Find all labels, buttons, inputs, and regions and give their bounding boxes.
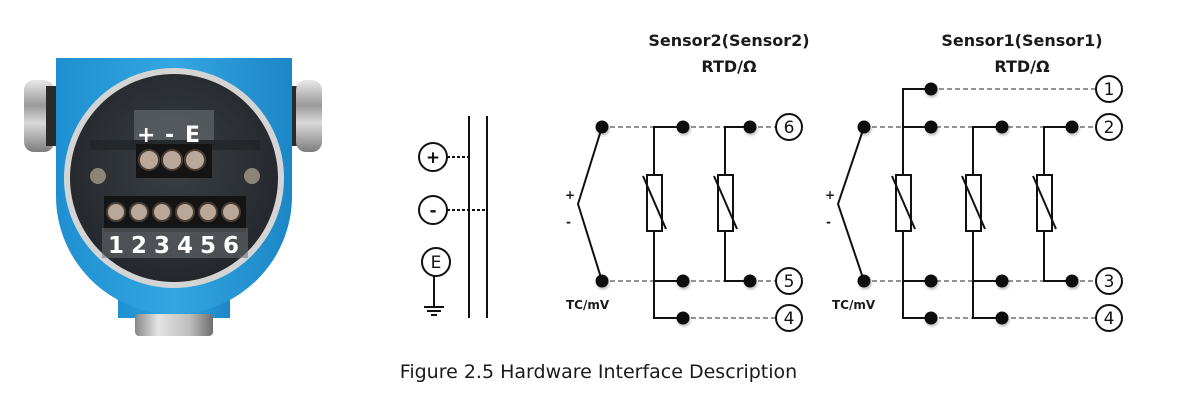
sensor2-rtd-resistor-2: [713, 174, 738, 232]
terminal-3-circle: [1095, 267, 1123, 295]
sensor1-junction-dots: [857, 82, 1079, 325]
terminal-4-label-sensor2: 4: [784, 309, 795, 329]
sensor1-title: Sensor1(Sensor1): [941, 31, 1102, 50]
device-terminal-3: 3: [154, 233, 170, 259]
sensor2-title: Sensor2(Sensor2): [648, 31, 809, 50]
terminal-1-label: 1: [1104, 80, 1115, 100]
sensor2-subtitle: RTD/Ω: [701, 57, 757, 76]
power-earth-terminal: [421, 247, 451, 277]
terminal-2-label: 2: [1104, 118, 1115, 138]
power-minus-label: -: [429, 201, 436, 221]
terminal-6-circle: [775, 113, 803, 141]
left-cable-gland: [24, 80, 58, 152]
sensor2-rtd-resistor-1: [642, 174, 667, 232]
device-terminal-5: 5: [200, 233, 216, 259]
device-label-earth: E: [185, 123, 200, 148]
terminal-3-label: 3: [1104, 272, 1115, 292]
device-label-plus: +: [137, 123, 155, 148]
sensor2-wiring: [576, 126, 776, 319]
power-plus-terminal: [418, 142, 448, 172]
sensor2-junction-dots: [595, 120, 757, 325]
terminal-4-label-sensor1: 4: [1104, 309, 1115, 329]
sensor2-tc-minus: -: [566, 215, 571, 229]
figure-caption: Figure 2.5 Hardware Interface Descriptio…: [0, 361, 1201, 383]
sensor2-tc-plus: +: [565, 188, 575, 202]
device-terminal-2: 2: [131, 233, 147, 259]
transmitter-device-illustration: + - E 1 2 3 4 5 6: [24, 58, 322, 336]
power-minus-terminal: [418, 195, 448, 225]
terminal-4-circle-sensor1: [1095, 304, 1123, 332]
device-terminal-1: 1: [108, 233, 124, 259]
sensor1-subtitle: RTD/Ω: [994, 57, 1050, 76]
terminal-4-circle-sensor2: [775, 304, 803, 332]
power-terminal-block: [136, 144, 212, 178]
sensor1-tc-label: TC/mV: [832, 298, 876, 312]
sensor2-tc-label: TC/mV: [566, 298, 610, 312]
sensor1-wiring: [836, 88, 1096, 319]
sensor-terminal-block: [104, 196, 246, 232]
terminal-2-circle: [1095, 113, 1123, 141]
power-plus-label: +: [426, 148, 440, 168]
figure-caption-text: Figure 2.5 Hardware Interface Descriptio…: [399, 361, 798, 383]
terminal-5-circle: [775, 267, 803, 295]
sensor1-tc-plus: +: [825, 188, 835, 202]
terminal-6-label: 6: [784, 118, 795, 138]
sensor1-rtd-resistor-3: [1032, 174, 1057, 232]
sensor1-tc-minus: -: [826, 215, 831, 229]
sensor1-rtd-resistor-2: [961, 174, 986, 232]
terminal-1-circle: [1095, 75, 1123, 103]
device-terminal-4: 4: [177, 233, 193, 259]
terminal-5-label: 5: [784, 272, 795, 292]
power-bus: [424, 116, 488, 318]
power-earth-label: E: [431, 253, 442, 273]
right-cable-gland: [292, 80, 322, 152]
device-label-minus: -: [165, 123, 174, 148]
sensor1-rtd-resistor-1: [891, 174, 916, 232]
device-terminal-6: 6: [223, 233, 239, 259]
